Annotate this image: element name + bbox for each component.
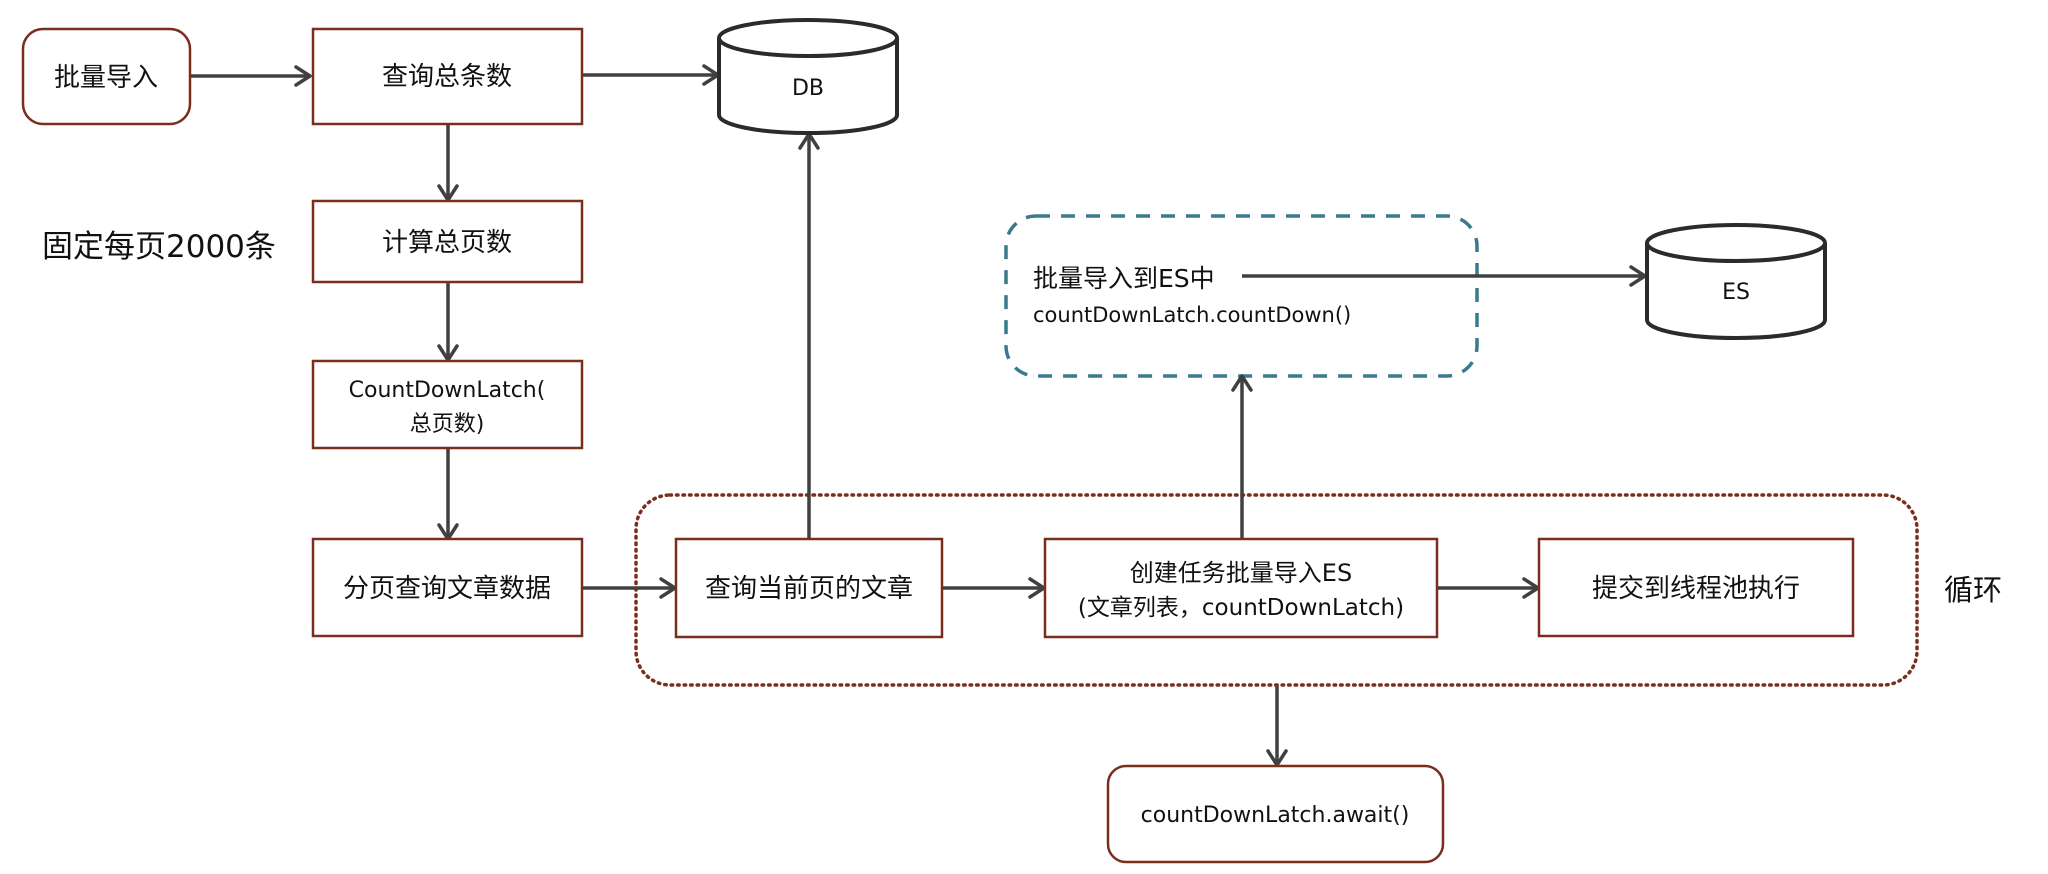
es-cylinder-body — [1645, 243, 1827, 340]
await-label: countDownLatch.await() — [1141, 803, 1410, 828]
node-paged-query[interactable]: 分页查询文章数据 — [311, 537, 584, 638]
async-task-group — [1004, 214, 1479, 378]
create-task-label-line2: (文章列表，countDownLatch) — [1078, 595, 1404, 621]
latch-box[interactable] — [311, 359, 584, 450]
latch-label-line2: 总页数) — [410, 412, 485, 437]
paged-query-box[interactable] — [311, 537, 584, 638]
count-total-label: 查询总条数 — [382, 62, 512, 92]
calc-pages-label: 计算总页数 — [382, 228, 512, 258]
page-size-note: 固定每页2000条 — [42, 229, 276, 265]
create-task-box[interactable] — [1043, 537, 1439, 639]
node-create-task[interactable]: 创建任务批量导入ES (文章列表，countDownLatch) — [1043, 537, 1439, 639]
es-cylinder-top — [1645, 223, 1827, 263]
paged-query-label: 分页查询文章数据 — [343, 574, 551, 604]
node-db[interactable]: DB — [717, 18, 899, 135]
db-cylinder-top — [717, 18, 899, 58]
node-import-es[interactable]: 批量导入到ES中 countDownLatch.countDown() — [1033, 264, 1351, 327]
query-current-box[interactable] — [674, 537, 944, 639]
start-box[interactable] — [21, 27, 192, 126]
submit-pool-box[interactable] — [1537, 537, 1855, 638]
node-latch[interactable]: CountDownLatch( 总页数) — [311, 359, 584, 450]
es-label: ES — [1722, 280, 1750, 305]
node-query-current[interactable]: 查询当前页的文章 — [674, 537, 944, 639]
db-cylinder-body — [717, 38, 899, 135]
node-start[interactable]: 批量导入 — [21, 27, 192, 126]
calc-pages-box[interactable] — [311, 199, 584, 284]
node-submit-pool[interactable]: 提交到线程池执行 — [1537, 537, 1855, 638]
node-es[interactable]: ES — [1645, 223, 1827, 340]
loop-label: 循环 — [1944, 573, 2002, 607]
start-label: 批量导入 — [54, 63, 158, 93]
query-current-label: 查询当前页的文章 — [705, 574, 913, 604]
db-label: DB — [792, 76, 824, 101]
arrowhead — [1231, 374, 1253, 392]
arrowhead — [294, 65, 312, 87]
await-box[interactable] — [1106, 764, 1445, 864]
import-es-label-line1: 批量导入到ES中 — [1033, 264, 1215, 293]
count-total-box[interactable] — [311, 27, 584, 126]
latch-label-line1: CountDownLatch( — [349, 378, 546, 403]
import-es-label-line2: countDownLatch.countDown() — [1033, 303, 1351, 327]
node-await[interactable]: countDownLatch.await() — [1106, 764, 1445, 864]
create-task-label-line1: 创建任务批量导入ES — [1130, 559, 1352, 587]
node-calc-pages[interactable]: 计算总页数 — [311, 199, 584, 284]
submit-pool-label: 提交到线程池执行 — [1592, 574, 1800, 604]
loop-group — [634, 493, 1919, 687]
node-count-total[interactable]: 查询总条数 — [311, 27, 584, 126]
